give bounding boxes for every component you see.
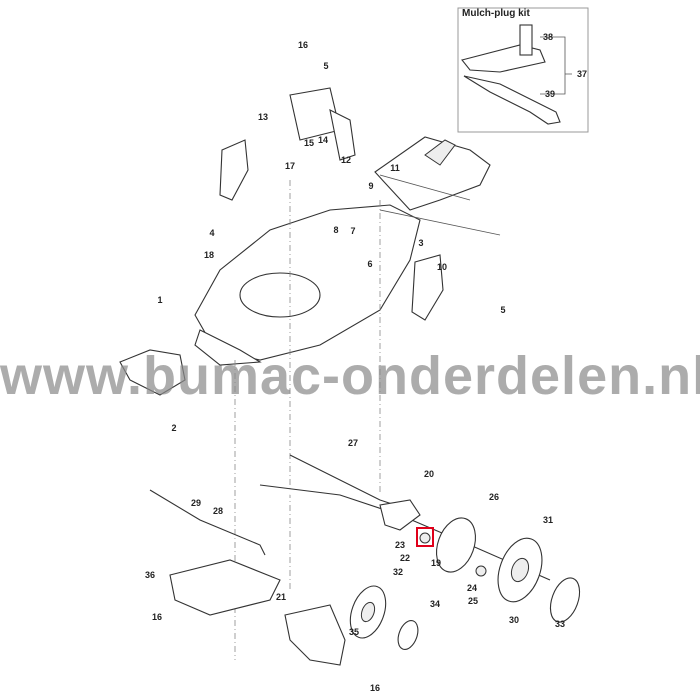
- callout-3: 3: [418, 238, 423, 248]
- callout-31: 31: [543, 515, 553, 525]
- front-guard: [119, 349, 186, 396]
- callout-21: 21: [276, 592, 286, 602]
- callout-28: 28: [213, 506, 223, 516]
- callout-8: 8: [333, 225, 338, 235]
- inset-callout-38: 38: [543, 32, 553, 42]
- callout-11: 11: [390, 163, 400, 173]
- callout-29: 29: [191, 498, 201, 508]
- height-adjust-bracket-right: [411, 254, 444, 321]
- watermark: www.bumac-onderdelen.nl: [0, 346, 700, 406]
- callout-20: 20: [424, 469, 434, 479]
- callout-36: 36: [145, 570, 155, 580]
- inset-title: Mulch-plug kit: [462, 8, 530, 19]
- callout-9: 9: [368, 181, 373, 191]
- callout-16: 16: [370, 683, 380, 693]
- cable: [379, 209, 501, 236]
- callout-32: 32: [393, 567, 403, 577]
- callout-10: 10: [437, 262, 447, 272]
- callout-34: 34: [430, 599, 440, 609]
- front-axle-rod: [149, 489, 266, 556]
- rear-flap: [169, 559, 281, 616]
- rear-wheel-hub: [510, 557, 530, 583]
- highlight-box: [416, 527, 434, 547]
- callout-5: 5: [323, 61, 328, 71]
- front-wheel-hub: [360, 601, 376, 623]
- dust-cover-disc: [436, 517, 476, 573]
- callout-7: 7: [350, 226, 355, 236]
- rear-cover-grip: [424, 139, 456, 166]
- gear-housing: [379, 499, 421, 531]
- callout-2: 2: [171, 423, 176, 433]
- inset-callout-labels: 38 37 39: [543, 32, 587, 99]
- callout-1: 1: [157, 295, 162, 305]
- callout-14: 14: [318, 135, 328, 145]
- assembly-guidelines: [234, 180, 381, 660]
- inset-callout-39: 39: [545, 89, 555, 99]
- callout-35: 35: [349, 627, 359, 637]
- callout-13: 13: [258, 112, 268, 122]
- cable-2: [379, 174, 471, 201]
- callout-25: 25: [468, 596, 478, 606]
- inset-callout-37: 37: [577, 69, 587, 79]
- callout-26: 26: [489, 492, 499, 502]
- callout-30: 30: [509, 615, 519, 625]
- pinion-gear: [475, 565, 487, 577]
- mulch-blade: [463, 75, 561, 125]
- front-hubcap: [397, 620, 419, 650]
- gear-part-22: [419, 532, 431, 544]
- callout-16: 16: [298, 40, 308, 50]
- inset-bracket: [540, 36, 572, 95]
- callout-23: 23: [395, 540, 405, 550]
- handle-lever: [329, 109, 356, 161]
- callout-17: 17: [285, 161, 295, 171]
- side-discharge-deflector: [284, 604, 346, 666]
- callout-5: 5: [500, 305, 505, 315]
- rear-hubcap: [549, 577, 581, 623]
- callout-15: 15: [304, 138, 314, 148]
- deck-front-bumper: [194, 329, 262, 366]
- callout-12: 12: [341, 155, 351, 165]
- callout-33: 33: [555, 619, 565, 629]
- deck-motor-opening: [239, 272, 321, 318]
- rear-cover: [374, 136, 491, 211]
- callout-22: 22: [400, 553, 410, 563]
- callout-27: 27: [348, 438, 358, 448]
- callout-16: 16: [152, 612, 162, 622]
- callout-24: 24: [467, 583, 477, 593]
- callout-19: 19: [431, 558, 441, 568]
- callout-18: 18: [204, 250, 214, 260]
- callout-6: 6: [367, 259, 372, 269]
- height-adjust-bracket-left: [219, 139, 249, 201]
- mulch-plug-handle: [519, 24, 533, 56]
- callout-4: 4: [209, 228, 214, 238]
